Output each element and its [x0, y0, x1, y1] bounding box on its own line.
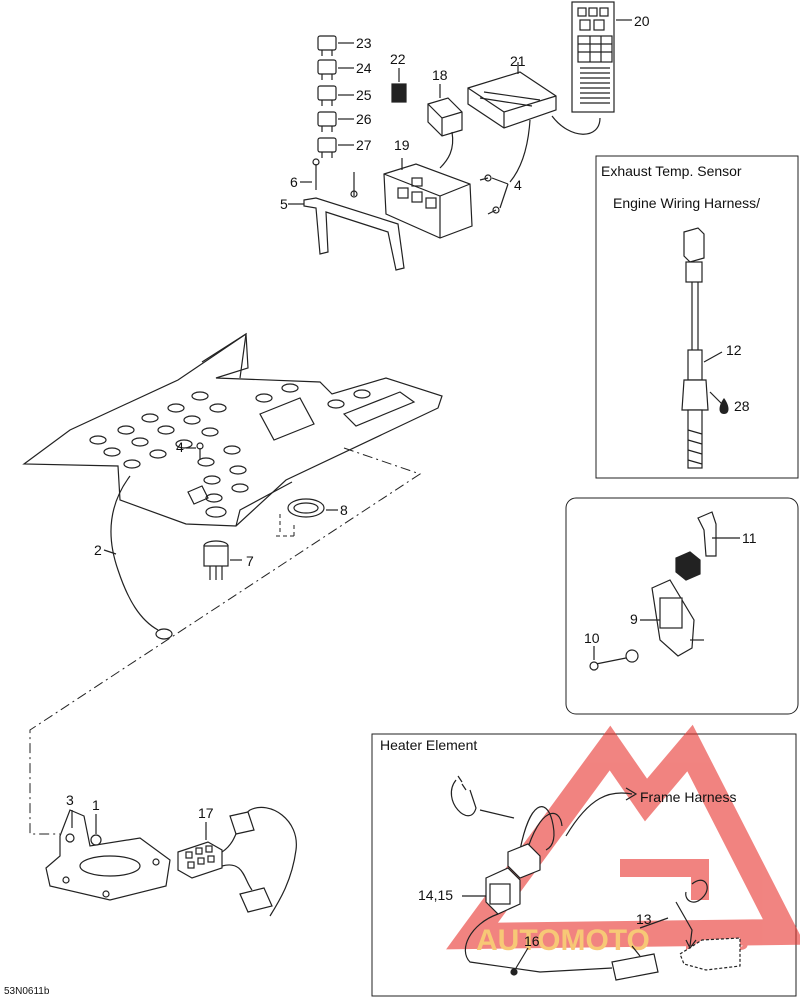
- callout-18: 18: [432, 67, 448, 83]
- heater-panel-title: Heater Element: [380, 737, 477, 753]
- automotohub-watermark-logo: AUTOMOTO HUB: [446, 724, 800, 957]
- callout-5: 5: [280, 196, 288, 212]
- heater-element-13-icon: [611, 937, 741, 981]
- callout-9: 9: [630, 611, 638, 627]
- watermark-text-automoto: AUTOMOTO: [476, 924, 650, 957]
- grommet-8-icon: [287, 498, 338, 518]
- fuse-box-base-19: [383, 158, 473, 239]
- tray-holes: [89, 383, 371, 518]
- fuse-25-icon: [317, 85, 337, 106]
- connector-14-15-icon: [485, 843, 541, 915]
- fuse-23-icon: [317, 35, 337, 56]
- relay-22-icon: [391, 83, 407, 103]
- callout-4-top: 4: [514, 177, 522, 193]
- callout-11: 11: [742, 530, 757, 546]
- callout-27: 27: [356, 137, 372, 153]
- callout-22: 22: [390, 51, 406, 67]
- exhaust-sensor-panel: Exhaust Temp. Sensor Engine Wiring Harne…: [595, 155, 799, 479]
- hose-11-icon: [697, 511, 740, 557]
- screw-4-icon: [479, 174, 500, 215]
- callout-7: 7: [246, 553, 254, 569]
- fuse-assembly: [288, 1, 632, 271]
- sensor-bracket-9: [640, 579, 704, 657]
- fuse-decal-20: [571, 1, 632, 113]
- relay-18-icon: [427, 84, 463, 137]
- callout-3: 3: [66, 792, 74, 808]
- callout-13: 13: [636, 911, 652, 927]
- dashed-leaders: [29, 447, 422, 835]
- callout-4-mid: 4: [176, 439, 184, 455]
- exhaust-temp-sensor-12: [681, 227, 723, 469]
- frame-harness-label: Frame Harness: [640, 789, 736, 805]
- callout-16: 16: [524, 933, 540, 949]
- rivet-6-icon: [312, 158, 358, 198]
- callout-25: 25: [356, 87, 372, 103]
- screw-4-mid-icon: [196, 442, 204, 460]
- connector-11-icon: [675, 551, 701, 581]
- connector-7-icon: [203, 540, 242, 580]
- callout-24: 24: [356, 60, 372, 76]
- sensor-bracket-panel: [565, 497, 799, 715]
- callout-17: 17: [198, 805, 214, 821]
- heater-element-panel: AUTOMOTO HUB Heater Element Frame Harnes…: [371, 724, 800, 997]
- screw-10-icon: [589, 646, 639, 671]
- callout-12: 12: [726, 342, 742, 358]
- ground-wire-2: [103, 475, 173, 640]
- callout-23: 23: [356, 35, 372, 51]
- fuse-26-icon: [317, 111, 337, 132]
- harness-connector-17: [177, 806, 297, 917]
- bracket-3: [45, 809, 171, 901]
- callout-2: 2: [94, 542, 102, 558]
- callout-14-15: 14,15: [418, 887, 453, 903]
- fuse-27-icon: [317, 137, 337, 158]
- grommet-leader: [275, 514, 295, 538]
- cable-tie-icon: [450, 775, 477, 817]
- diagram-code: 53N0611b: [4, 986, 50, 997]
- callout-28: 28: [734, 398, 750, 414]
- tray-plate: [22, 332, 443, 527]
- callout-21: 21: [510, 53, 526, 69]
- exhaust-panel-title: Exhaust Temp. Sensor: [601, 163, 742, 179]
- callout-6: 6: [290, 174, 298, 190]
- fuse-24-icon: [317, 59, 337, 80]
- callout-8: 8: [340, 502, 348, 518]
- callout-10: 10: [584, 630, 600, 646]
- fuse-box-cover-21: [467, 62, 557, 129]
- nut-1-icon: [90, 814, 102, 846]
- callout-26: 26: [356, 111, 372, 127]
- bracket-5: [303, 197, 405, 271]
- exhaust-panel-subtitle: Engine Wiring Harness/: [613, 195, 760, 211]
- callout-labels: 23 24 25 26 27 22 18 21 20 19 6 5 4 12 2…: [66, 13, 757, 949]
- callout-19: 19: [394, 137, 410, 153]
- callout-1: 1: [92, 797, 100, 813]
- sealant-drop-icon: [719, 398, 729, 414]
- callout-20: 20: [634, 13, 650, 29]
